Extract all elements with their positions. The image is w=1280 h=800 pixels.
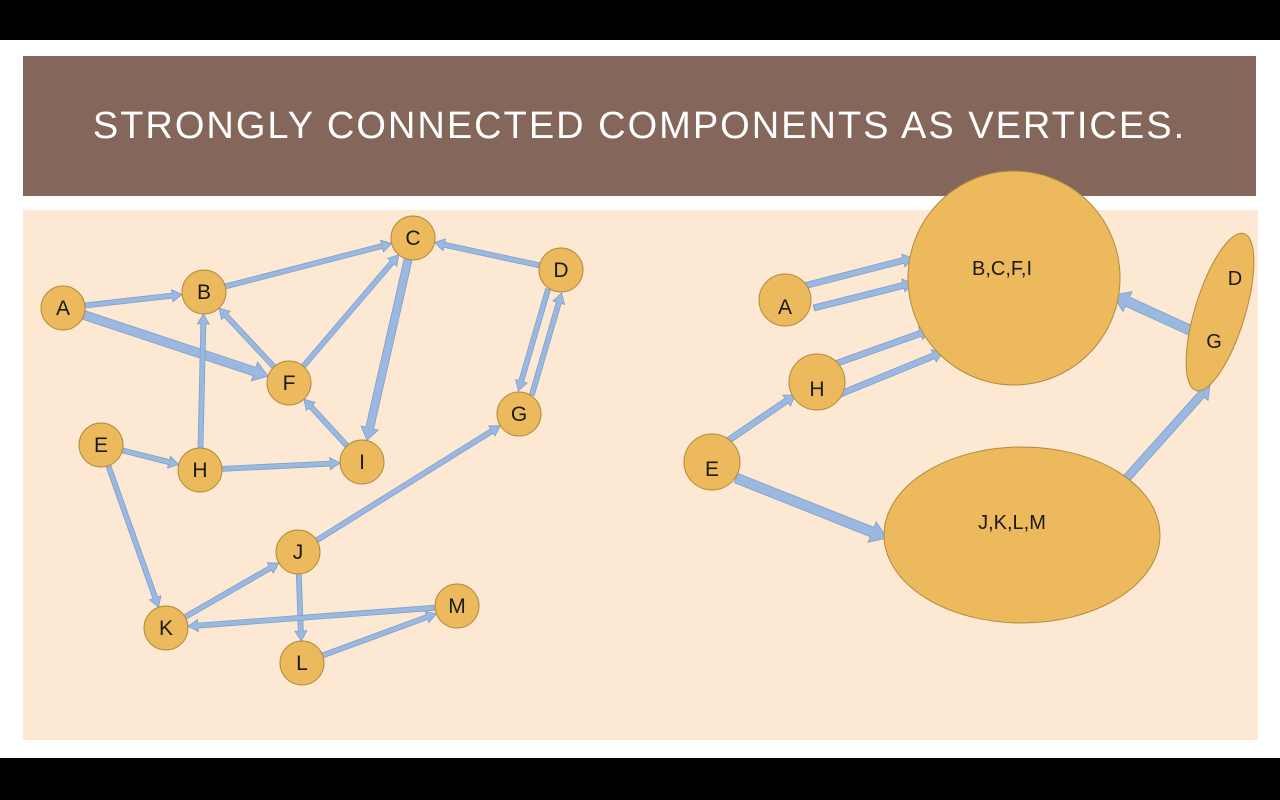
component-shape [907, 170, 1121, 386]
condensed-edge-A-BCFI-1 [802, 253, 914, 290]
edge-G-D [529, 292, 566, 396]
node-label: A [56, 297, 70, 320]
component-label-G: G [1206, 331, 1222, 353]
node-circle [275, 529, 321, 575]
node-F: F [266, 360, 312, 406]
edge-A-F [81, 310, 269, 382]
condensed-edge-E-H [723, 394, 796, 446]
component-shape [788, 353, 846, 411]
node-circle [279, 640, 325, 686]
edge-E-H [121, 447, 180, 469]
node-label: C [405, 227, 420, 250]
component-shape [883, 446, 1161, 624]
node-label: E [94, 434, 108, 457]
component-shape [758, 273, 812, 327]
node-label: K [159, 617, 173, 640]
edge-F-B [218, 307, 277, 370]
node-circle [177, 447, 223, 493]
title-bar: STRONGLY CONNECTED COMPONENTS AS VERTICE… [23, 56, 1256, 196]
node-circle [78, 422, 124, 468]
component-label: B,C,F,I [972, 258, 1032, 280]
node-label: F [283, 372, 296, 395]
node-J: J [275, 529, 321, 575]
node-E: E [78, 422, 124, 468]
node-G: G [496, 391, 542, 437]
edges-layer [81, 238, 1211, 659]
condensed-edge-E-JKLM [733, 472, 888, 543]
node-A: A [40, 285, 86, 331]
node-I: I [339, 439, 385, 485]
component-label-D: D [1228, 268, 1242, 290]
edge-B-C [224, 239, 393, 290]
component-shape [1185, 232, 1255, 392]
component-label: A [778, 296, 792, 319]
node-circle [339, 439, 385, 485]
component-A: A [758, 273, 812, 327]
node-circle [390, 215, 436, 261]
node-circle [181, 269, 227, 315]
edge-H-B [196, 313, 211, 449]
component-shape [683, 433, 741, 491]
node-label: L [296, 652, 308, 675]
node-K: K [143, 605, 189, 651]
node-circle [266, 360, 312, 406]
node-label: M [448, 595, 466, 618]
node-label: G [511, 403, 527, 426]
edge-C-I [360, 258, 413, 442]
edge-F-C [300, 254, 400, 369]
condensed-edge-JKLM-DG [1121, 384, 1211, 484]
node-label: J [293, 541, 304, 564]
component-label: H [809, 378, 824, 401]
node-D: D [538, 247, 584, 293]
node-circle [496, 391, 542, 437]
edge-J-G [314, 425, 501, 544]
node-B: B [181, 269, 227, 315]
node-circle [538, 247, 584, 293]
node-label: D [553, 259, 568, 282]
edge-I-F [303, 398, 350, 449]
edge-L-M [321, 610, 438, 659]
node-circle [434, 583, 480, 629]
node-C: C [390, 215, 436, 261]
component-DG: DG [1185, 232, 1255, 392]
slide-title: STRONGLY CONNECTED COMPONENTS AS VERTICE… [92, 104, 1187, 147]
edge-H-I [221, 456, 341, 472]
node-label: I [359, 451, 365, 474]
edge-M-K [187, 604, 436, 633]
component-label: E [705, 458, 719, 481]
node-M: M [434, 583, 480, 629]
condensed-edge-A-BCFI-2 [812, 278, 914, 312]
condensed-edge-DG-BCFI [1112, 291, 1199, 339]
component-label: J,K,L,M [978, 512, 1046, 534]
node-circle [143, 605, 189, 651]
edge-D-G [514, 288, 551, 392]
edge-K-J [183, 562, 280, 620]
component-JKLM: J,K,L,M [883, 446, 1161, 624]
edge-J-L [294, 573, 308, 642]
node-L: L [279, 640, 325, 686]
node-label: B [197, 281, 211, 304]
node-label: H [192, 459, 207, 482]
node-H: H [177, 447, 223, 493]
component-BCFI: B,C,F,I [907, 170, 1121, 386]
edge-D-C [433, 238, 541, 269]
component-E: E [683, 433, 741, 491]
component-H: H [788, 353, 846, 411]
edge-E-K [105, 464, 162, 609]
edge-A-B [84, 288, 183, 309]
node-circle [40, 285, 86, 331]
